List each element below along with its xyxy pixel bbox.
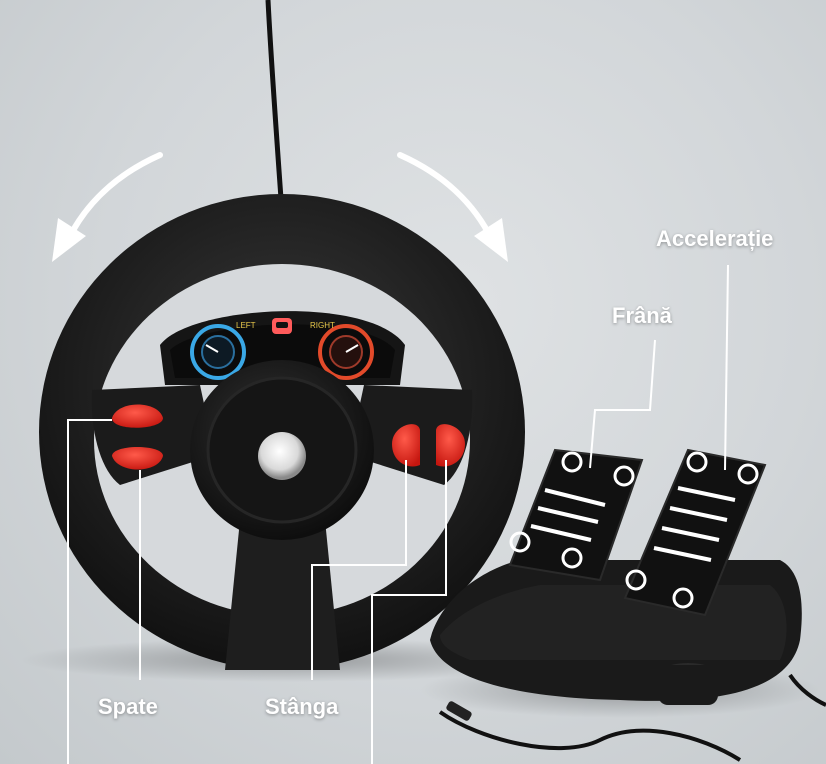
callout-lines [67, 264, 729, 764]
pedal-unit [430, 448, 802, 705]
forward-button[interactable] [112, 404, 163, 428]
car-icon [272, 318, 292, 334]
audio-cable [438, 710, 742, 762]
left-button[interactable] [392, 424, 420, 467]
brake-pedal[interactable] [508, 448, 644, 582]
speed-gauge [190, 324, 246, 380]
back-button[interactable] [112, 447, 163, 470]
steering-wheel: LEFT RIGHT [39, 194, 525, 670]
right-button[interactable] [436, 424, 465, 467]
accelerator-pedal[interactable] [623, 448, 767, 617]
right-indicator: RIGHT [310, 321, 335, 330]
rotate-left-arrow-icon [52, 152, 163, 262]
horn-button-icon[interactable] [258, 432, 306, 480]
rotate-right-arrow-icon [397, 152, 508, 262]
rpm-gauge [318, 324, 374, 380]
brake-label: Frână [612, 303, 672, 328]
left-label: Stânga [265, 694, 339, 719]
left-indicator: LEFT [236, 321, 256, 330]
accelerator-label: Accelerație [656, 226, 774, 251]
back-label: Spate [98, 694, 158, 719]
